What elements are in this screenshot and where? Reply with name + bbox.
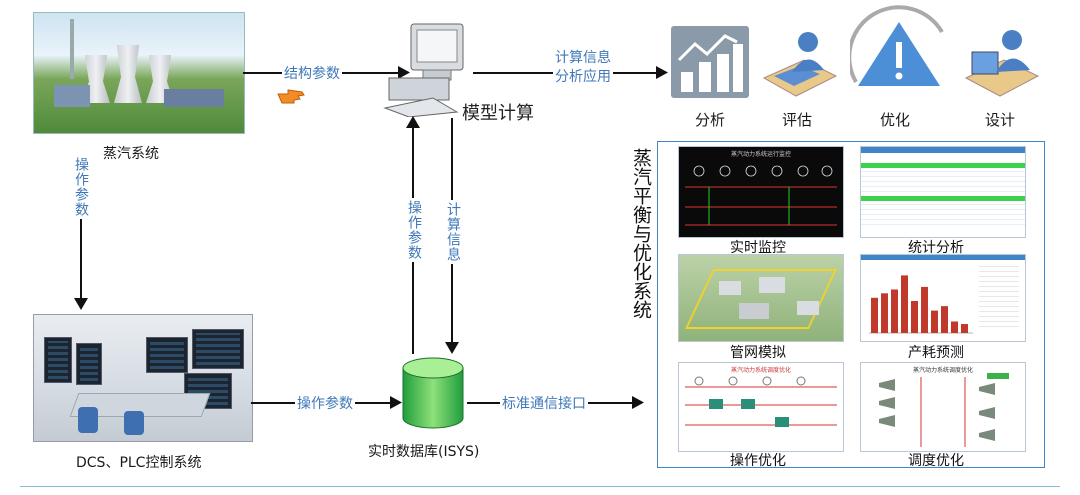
predict-bar — [961, 324, 968, 333]
predict-side-table — [979, 265, 1019, 331]
module-label-monitor: 实时监控 — [730, 240, 786, 256]
op-params-up-label: 操作参数 — [404, 198, 424, 262]
predict-bar — [921, 286, 928, 333]
op-params-bottom-label: 操作参数 — [295, 393, 355, 413]
std-comm-label: 标准通信接口 — [500, 393, 588, 413]
arrow-head — [74, 298, 88, 310]
module-label-pipe: 管网模拟 — [730, 345, 786, 361]
app-label-assess: 评估 — [782, 111, 813, 129]
consumption-predict-screen — [860, 254, 1026, 342]
predict-bar — [941, 306, 948, 333]
computer-icon — [383, 23, 464, 117]
database-icon — [402, 357, 464, 429]
pipe-building — [759, 277, 785, 293]
arrow-head — [632, 396, 644, 409]
predict-bar — [891, 289, 898, 333]
monitor-screen — [44, 337, 72, 383]
pipe-building — [719, 281, 741, 295]
hand-pointer-icon — [277, 89, 305, 104]
operation-optimize-screen: 蒸汽动力系统调度优化 — [678, 362, 844, 452]
arrow-head — [445, 342, 459, 354]
schedule-diagram — [879, 373, 1009, 447]
arrow-head — [398, 66, 410, 79]
predict-bar — [911, 301, 918, 333]
model-calc-label: 模型计算 — [462, 103, 534, 124]
panel-title: 蒸汽平衡与优化系统 — [630, 148, 652, 319]
predict-bar-chart — [869, 275, 973, 334]
pipe-building — [739, 303, 769, 319]
predict-bar — [881, 293, 888, 333]
table-rows — [861, 201, 1025, 229]
predict-bar — [951, 321, 958, 333]
operation-diagram — [685, 376, 837, 427]
monitor-screen-title: 蒸汽动力系统运行监控 — [730, 151, 791, 158]
operator-chair — [78, 407, 98, 433]
schedule-screen-title: 蒸汽动力系统调度优化 — [912, 367, 973, 374]
realtime-monitor-screen: 蒸汽动力系统运行监控 — [678, 146, 844, 238]
table-header-bar — [861, 147, 1025, 153]
dcs-plc-label: DCS、PLC控制系统 — [76, 455, 202, 471]
steam-balance-panel: 蒸汽动力系统运行监控 实时监控 统计分析 管网模拟 — [657, 141, 1045, 469]
module-label-operation: 操作优化 — [730, 453, 786, 469]
predict-bar — [871, 297, 878, 333]
arrow-head — [406, 116, 420, 128]
dcs-control-room-image — [33, 314, 253, 442]
module-label-schedule: 调度优化 — [908, 453, 964, 469]
struct-params-label: 结构参数 — [282, 63, 342, 83]
app-label-design: 设计 — [985, 111, 1016, 129]
app-label-analysis: 分析 — [695, 111, 726, 129]
assessment-person-icon — [762, 32, 838, 97]
operation-screen-title: 蒸汽动力系统调度优化 — [730, 367, 791, 374]
monitor-screen — [146, 337, 188, 373]
arrow-head — [656, 66, 668, 79]
op-params-left-label: 操作参数 — [71, 155, 91, 219]
plant-building — [54, 85, 90, 107]
predict-bar — [901, 275, 908, 333]
monitor-screen — [192, 329, 244, 369]
operator-chair — [124, 411, 144, 435]
design-person-icon — [964, 30, 1040, 97]
arrow-head — [390, 396, 402, 409]
table-rows — [861, 168, 1025, 196]
monitor-screen — [76, 343, 102, 385]
footer-divider — [20, 486, 1060, 487]
cooling-tower — [114, 45, 142, 103]
module-label-stats: 统计分析 — [908, 240, 964, 256]
calc-info-label: 计算信息 分析应用 — [553, 49, 613, 87]
steam-system-label: 蒸汽系统 — [103, 146, 159, 162]
pipe-network-screen — [678, 254, 844, 342]
table-highlight-row — [861, 163, 1025, 168]
schedule-optimize-screen: 蒸汽动力系统调度优化 — [860, 362, 1026, 452]
arrow-line — [80, 160, 82, 302]
plant-building — [164, 89, 224, 107]
app-label-optimize: 优化 — [880, 111, 911, 129]
chimney — [70, 19, 74, 79]
steam-plant-image — [33, 12, 245, 134]
calc-info-line1: 计算信息 — [555, 50, 611, 66]
calc-info-down-label: 计算信息 — [443, 200, 463, 264]
monitor-diagram — [685, 165, 837, 226]
chart-header-bar — [861, 255, 1025, 260]
database-label: 实时数据库(ISYS) — [368, 444, 480, 460]
statistics-table-screen — [860, 146, 1026, 238]
optimize-warning-icon — [850, 5, 944, 86]
pipe-building — [797, 301, 819, 315]
calc-info-line2: 分析应用 — [555, 69, 611, 85]
predict-bar — [931, 310, 938, 333]
analysis-chart-icon — [671, 26, 749, 98]
module-label-predict: 产耗预测 — [908, 345, 964, 361]
table-highlight-row — [861, 196, 1025, 201]
